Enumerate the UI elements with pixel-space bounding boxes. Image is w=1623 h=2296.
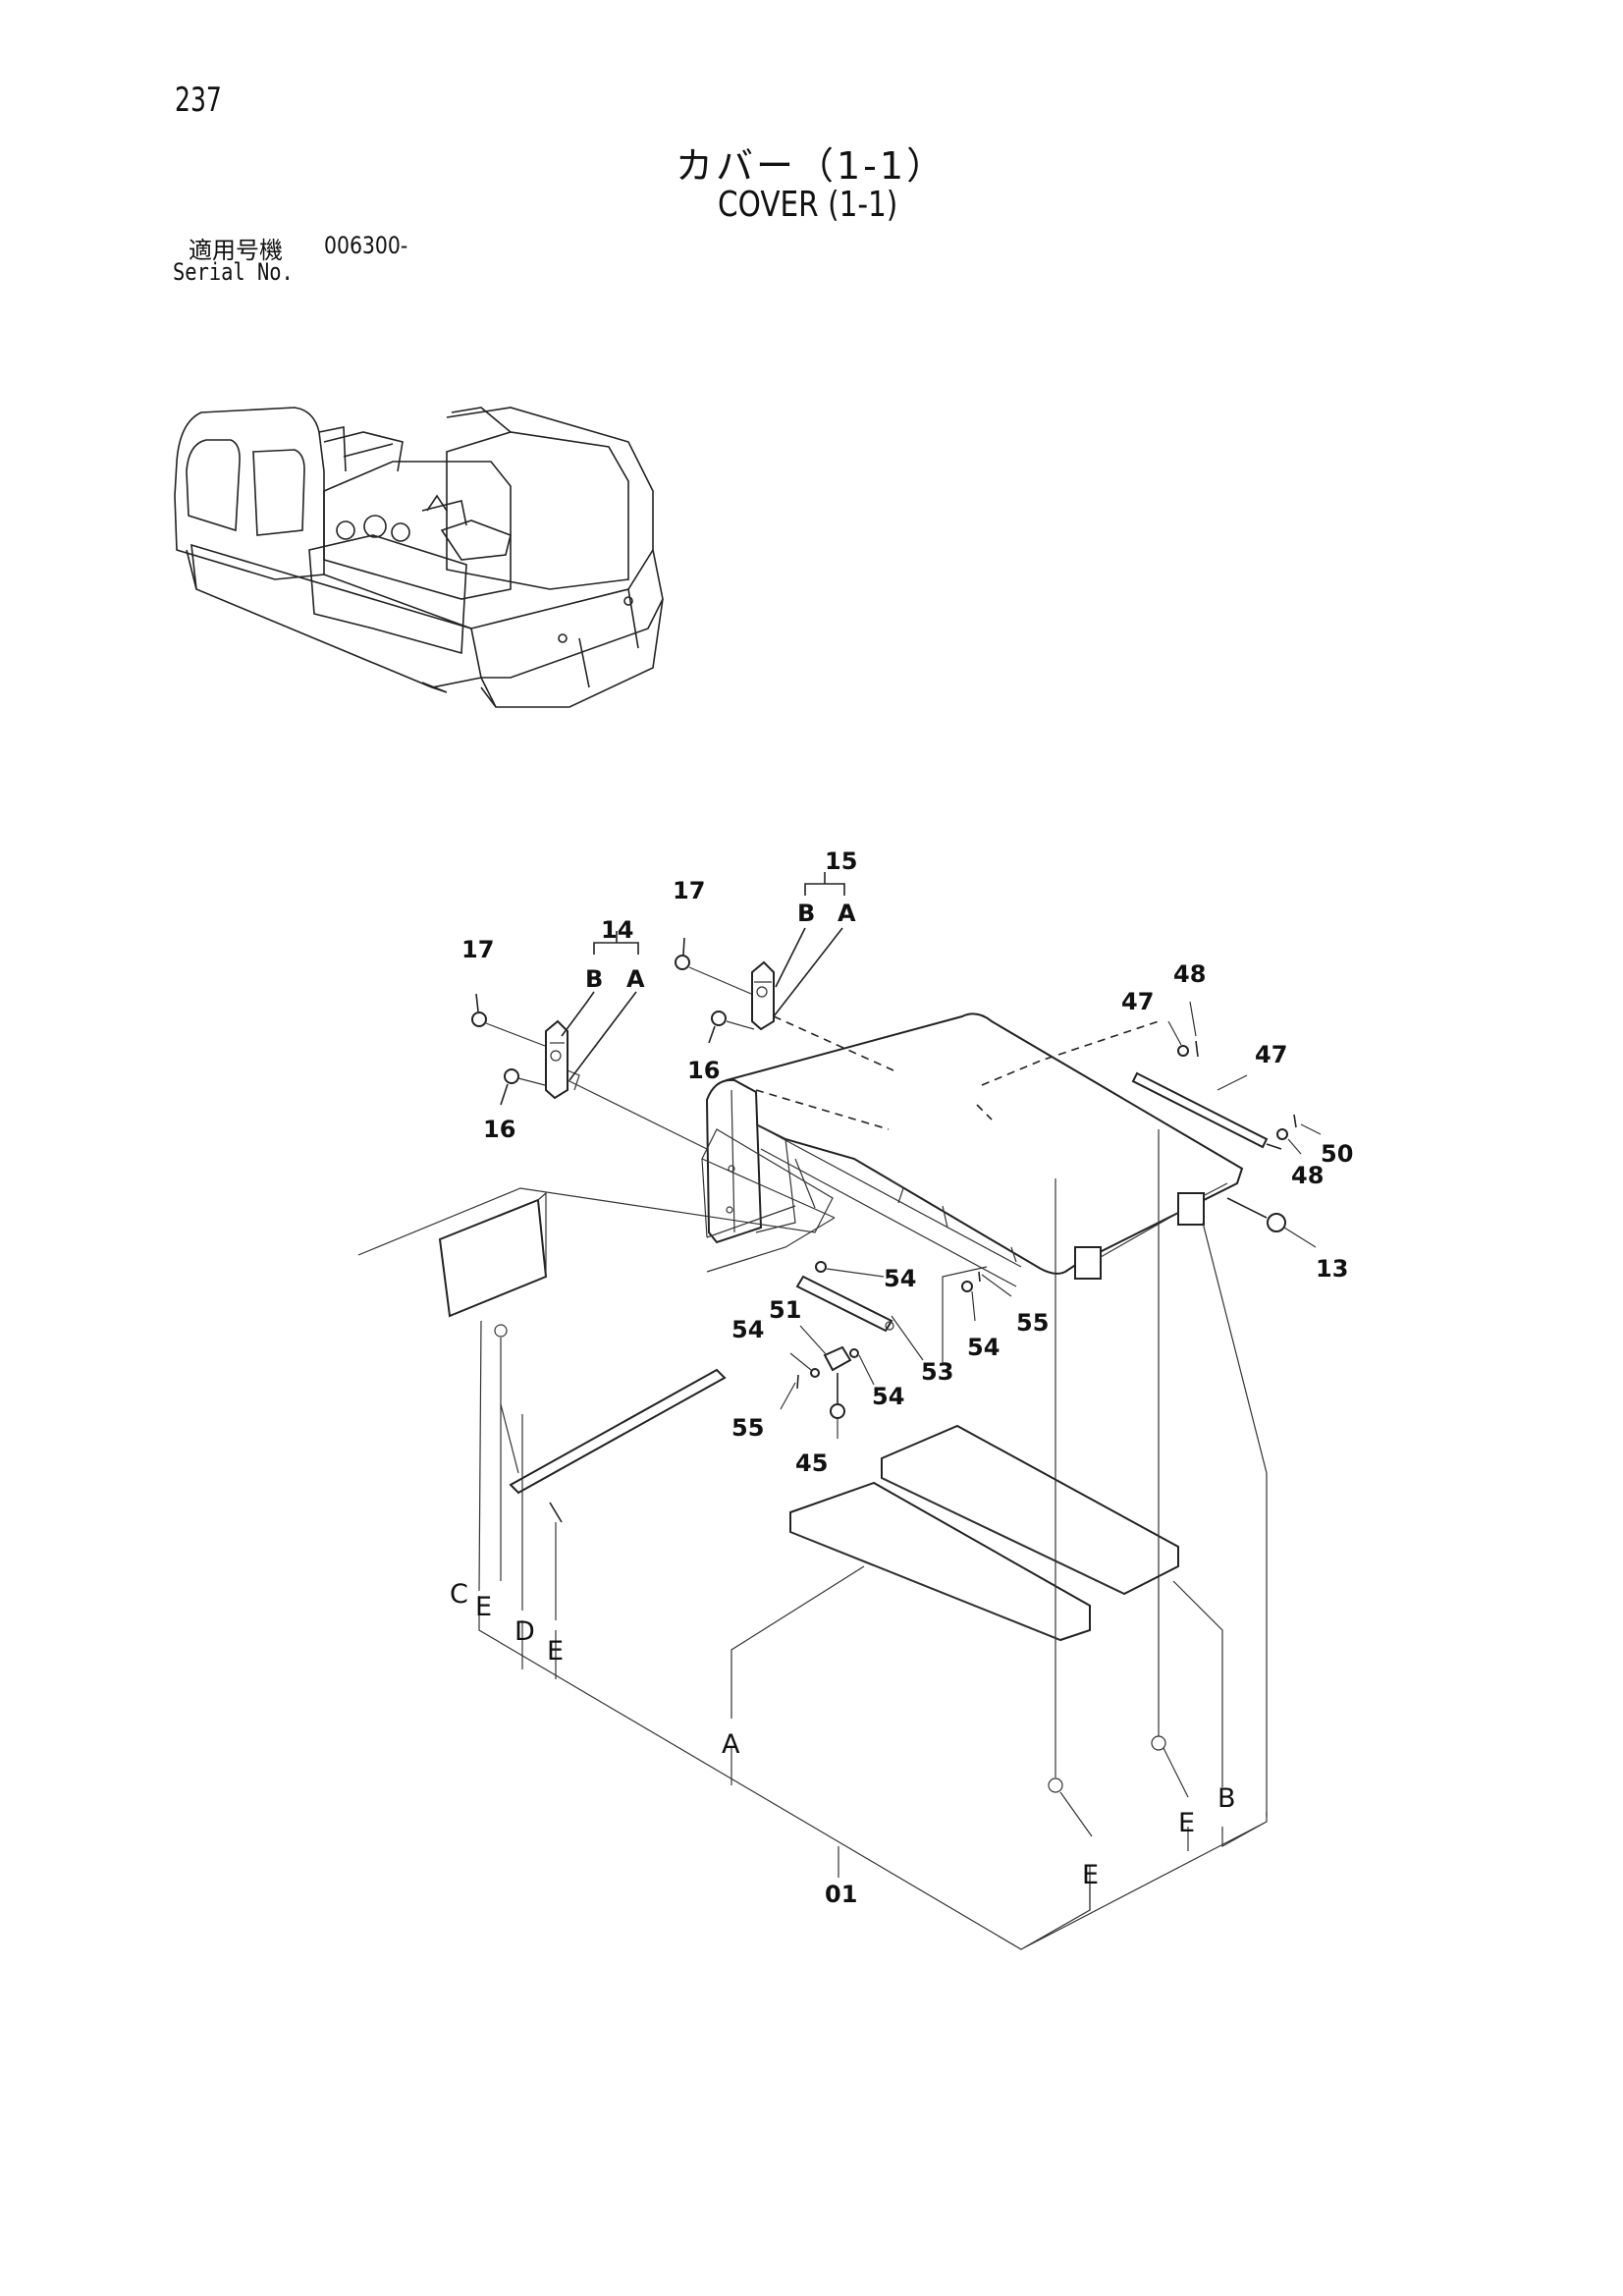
hinge-upper bbox=[1177, 1192, 1205, 1226]
support-rod-45 bbox=[1131, 1071, 1282, 1150]
branch-letter-d: D bbox=[514, 1616, 535, 1647]
latch-assembly-15 bbox=[751, 872, 845, 1031]
callout-54-left: 54 bbox=[731, 1316, 764, 1343]
washer-54-left bbox=[810, 1368, 820, 1378]
long-bar bbox=[500, 1368, 727, 1495]
callout-55-right: 55 bbox=[1016, 1309, 1049, 1337]
callout-13: 13 bbox=[1316, 1255, 1348, 1283]
serial-label-japanese: 適用号機 bbox=[189, 237, 283, 264]
page-title-english: COVER (1-1) bbox=[718, 185, 898, 225]
seal-outline bbox=[357, 1128, 836, 1256]
washer-54-mid bbox=[961, 1281, 973, 1292]
callout-14-a: A bbox=[626, 965, 645, 993]
leader-c bbox=[478, 1320, 482, 1592]
exploded-parts-diagram: 15 B A 17 14 B A 17 16 16 48 47 47 50 48… bbox=[357, 847, 1353, 1950]
callout-50: 51 bbox=[769, 1296, 801, 1324]
callout-48-lower: 50 bbox=[1321, 1140, 1353, 1168]
bolt-16-right bbox=[708, 1011, 755, 1044]
callout-15: 15 bbox=[825, 847, 857, 875]
bolt-17-right bbox=[675, 937, 752, 995]
branch-letter-e3: E bbox=[1082, 1860, 1099, 1890]
callout-51: 45 bbox=[795, 1449, 828, 1477]
serial-label-english: Serial No. bbox=[173, 258, 294, 286]
callout-54-mid: 54 bbox=[967, 1334, 1000, 1361]
callout-15-b: B bbox=[797, 900, 815, 927]
pin-55-left bbox=[796, 1374, 799, 1390]
callout-53: 53 bbox=[921, 1358, 953, 1386]
counterweight bbox=[470, 547, 664, 679]
branch-letter-c: C bbox=[450, 1579, 468, 1610]
latch-assembly-14 bbox=[545, 931, 639, 1100]
branch-letter-a: A bbox=[722, 1729, 740, 1760]
cab-outline bbox=[174, 407, 325, 580]
branch-letter-e2: E bbox=[547, 1636, 564, 1667]
bolt-16-left bbox=[500, 1068, 546, 1106]
callout-14: 14 bbox=[601, 916, 633, 944]
upper-cover-panel bbox=[725, 1012, 1244, 1275]
branch-letter-e1: E bbox=[475, 1592, 492, 1622]
callout-14-b: B bbox=[585, 965, 603, 993]
callout-17-right: 17 bbox=[673, 877, 705, 904]
excavator-upper-structure-drawing bbox=[174, 407, 664, 708]
assembly-bracket-01 bbox=[478, 1596, 1268, 1950]
callout-55-left: 55 bbox=[731, 1414, 764, 1442]
bolt-17-left bbox=[471, 993, 546, 1047]
leader-b bbox=[1202, 1222, 1268, 1817]
board-lower bbox=[789, 1481, 1091, 1642]
serial-number-value: 006300- bbox=[324, 232, 408, 259]
callout-15-a: A bbox=[838, 900, 856, 927]
washer-54-lower bbox=[849, 1348, 859, 1358]
cab-door-window bbox=[252, 449, 305, 536]
strip-53 bbox=[795, 1275, 894, 1333]
engine-cover bbox=[323, 461, 512, 600]
callout-01: 01 bbox=[825, 1881, 857, 1908]
callout-17-left: 17 bbox=[461, 936, 494, 963]
hinge-lower bbox=[1074, 1246, 1102, 1280]
page-number: 237 bbox=[175, 81, 222, 120]
callout-47-lower: 48 bbox=[1291, 1162, 1324, 1189]
callout-54-upper: 54 bbox=[884, 1265, 916, 1292]
rear-hood bbox=[446, 407, 654, 550]
branch-letter-e4: E bbox=[1178, 1808, 1195, 1838]
cab-window bbox=[186, 439, 241, 532]
callout-45: 47 bbox=[1255, 1041, 1287, 1068]
board-upper bbox=[881, 1424, 1179, 1596]
engine-hood-box bbox=[446, 431, 629, 590]
washer-54-upper bbox=[815, 1261, 827, 1273]
callout-16-right: 16 bbox=[687, 1057, 720, 1084]
callout-47-upper: 47 bbox=[1121, 988, 1154, 1015]
small-pin-left bbox=[549, 1502, 563, 1523]
page-title-japanese: カバー（1-1） bbox=[676, 144, 947, 188]
callout-16-left: 16 bbox=[483, 1116, 515, 1143]
deck-outline bbox=[190, 543, 482, 688]
pad-block-left bbox=[438, 1191, 548, 1338]
callout-54-lower: 54 bbox=[872, 1383, 904, 1410]
bolt-13 bbox=[1226, 1197, 1317, 1248]
leader-a bbox=[730, 1565, 865, 1719]
branch-letter-b: B bbox=[1217, 1783, 1236, 1814]
fuel-tank bbox=[308, 534, 467, 655]
bolt-51 bbox=[830, 1373, 845, 1439]
pin-47-upper bbox=[1167, 1001, 1199, 1058]
callout-48-upper: 48 bbox=[1173, 960, 1206, 988]
pin-47-lower bbox=[1276, 1114, 1322, 1155]
cover-side-flange bbox=[705, 1078, 763, 1244]
bracket-50 bbox=[799, 1325, 852, 1372]
